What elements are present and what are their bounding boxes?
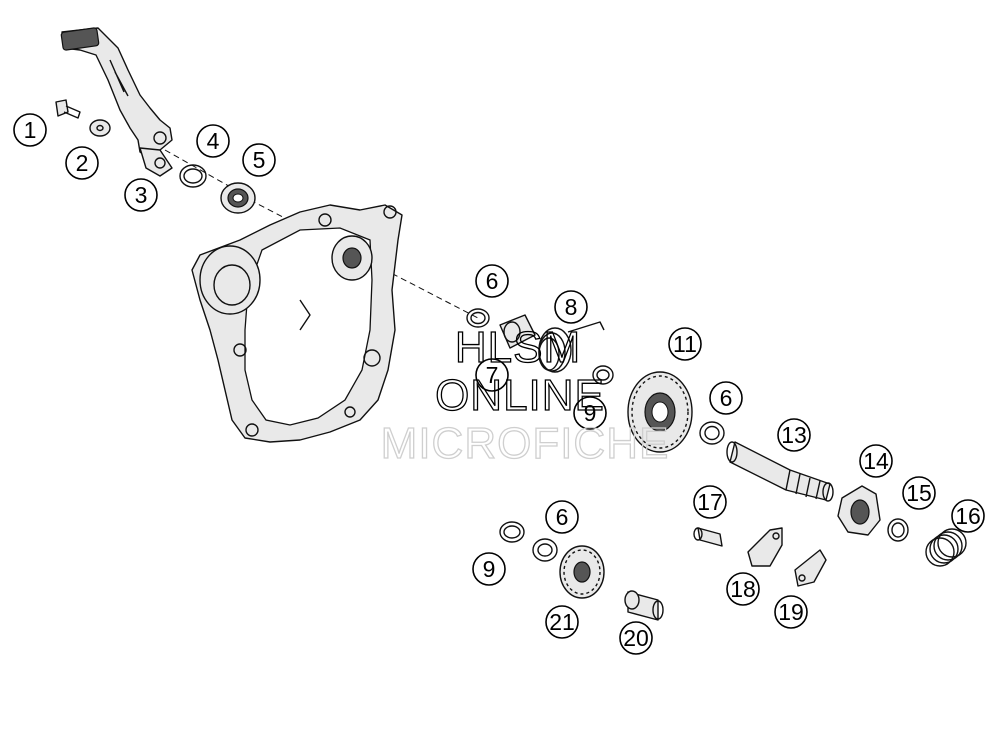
svg-text:17: 17 (697, 489, 723, 515)
svg-text:3: 3 (135, 182, 148, 208)
svg-text:4: 4 (207, 128, 220, 154)
ratchet-gear-part (837, 485, 881, 536)
callout-21: 21 (545, 605, 579, 639)
svg-text:2: 2 (76, 150, 89, 176)
svg-text:1: 1 (24, 117, 37, 143)
callout-13: 13 (777, 418, 811, 452)
svg-text:9: 9 (584, 400, 597, 426)
svg-text:6: 6 (720, 385, 733, 411)
callout-9-low: 9 (472, 552, 506, 586)
watermark: HLSM ONLINE MICROFICHE (380, 322, 670, 468)
bolt-part (55, 99, 81, 119)
svg-text:21: 21 (549, 609, 575, 635)
svg-text:6: 6 (486, 268, 499, 294)
callout-18: 18 (726, 572, 760, 606)
svg-text:16: 16 (955, 503, 981, 529)
washer-part (89, 119, 111, 137)
guide-plate-part (794, 549, 827, 587)
kick-spring-part (538, 321, 605, 373)
callout-11: 11 (668, 327, 702, 361)
callout-14: 14 (859, 444, 893, 478)
bushing-part (624, 590, 664, 621)
lock-washer-part (499, 521, 525, 543)
svg-text:19: 19 (778, 599, 804, 625)
callout-9-top: 9 (573, 396, 607, 430)
callout-17: 17 (693, 485, 727, 519)
sleeve-part (499, 314, 536, 349)
kick-shaft-part (726, 441, 834, 502)
svg-text:11: 11 (673, 331, 697, 357)
callout-4: 4 (196, 124, 230, 158)
circlip-part (466, 308, 490, 328)
svg-text:5: 5 (253, 147, 266, 173)
shaft-seal-part (220, 182, 256, 214)
svg-text:9: 9 (483, 556, 496, 582)
svg-text:20: 20 (623, 625, 649, 651)
o-ring-part (179, 164, 207, 188)
svg-text:14: 14 (863, 448, 889, 474)
svg-text:7: 7 (486, 362, 499, 388)
svg-text:8: 8 (565, 294, 578, 320)
callout-1: 1 (13, 113, 47, 147)
callout-8: 8 (554, 290, 588, 324)
pin-part (693, 527, 723, 547)
svg-text:6: 6 (556, 504, 569, 530)
callout-7: 7 (475, 358, 509, 392)
callout-20: 20 (619, 621, 653, 655)
svg-text:13: 13 (781, 422, 807, 448)
callout-5: 5 (242, 143, 276, 177)
callout-19: 19 (774, 595, 808, 629)
engine-cover-housing (191, 204, 403, 443)
callout-6-top: 6 (475, 264, 509, 298)
shim-washer-part (699, 421, 725, 445)
spacer-washer-part (887, 518, 909, 542)
callout-6-low: 6 (545, 500, 579, 534)
thrust-washer-part (592, 365, 614, 385)
callout-3: 3 (124, 178, 158, 212)
intermediate-gear-part (559, 545, 605, 599)
watermark-line1: HLSM (455, 323, 581, 372)
callout-6-mid: 6 (709, 381, 743, 415)
callout-16: 16 (951, 499, 985, 533)
intermediate-washer-part (532, 538, 558, 562)
callout-2: 2 (65, 146, 99, 180)
callout-15: 15 (902, 476, 936, 510)
kick-gear-part (627, 371, 693, 453)
svg-text:18: 18 (730, 576, 756, 602)
kick-start-lever (60, 27, 173, 177)
watermark-line3: MICROFICHE (381, 419, 670, 468)
watermark-line2: ONLINE (435, 371, 605, 420)
ratchet-spring-part (925, 528, 967, 567)
svg-text:15: 15 (906, 480, 932, 506)
